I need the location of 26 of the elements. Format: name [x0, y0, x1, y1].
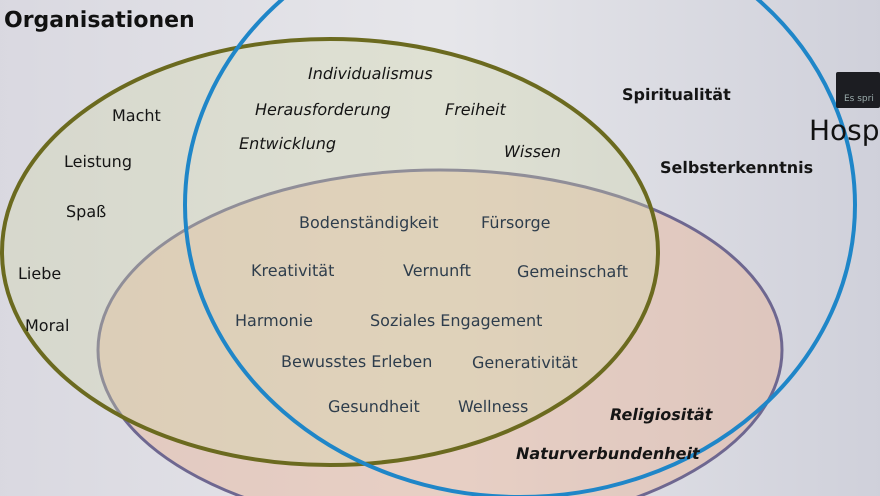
value-label: Leistung	[64, 152, 132, 171]
value-label: Wellness	[458, 397, 528, 416]
value-label: Fürsorge	[481, 213, 550, 232]
value-label: Gesundheit	[328, 397, 420, 416]
value-label: Liebe	[18, 264, 62, 283]
value-label: Selbsterkenntnis	[660, 158, 814, 177]
set-heading: Organisationen	[4, 8, 195, 33]
notification-popup: Es spri	[836, 72, 880, 108]
value-label: Religiosität	[610, 405, 712, 424]
value-label: Spaß	[66, 202, 106, 221]
value-label: Entwicklung	[239, 134, 336, 153]
value-label: Harmonie	[235, 311, 313, 330]
value-label: Macht	[112, 106, 161, 125]
value-label: Soziales Engagement	[370, 311, 542, 330]
value-label: Spiritualität	[622, 85, 731, 104]
value-label: Freiheit	[445, 100, 506, 119]
value-label: Herausforderung	[255, 100, 391, 119]
value-label: Bodenständigkeit	[299, 213, 438, 232]
value-label: Bewusstes Erleben	[281, 352, 432, 371]
value-label: Wissen	[504, 142, 561, 161]
value-label: Vernunft	[403, 261, 471, 280]
value-label: Gemeinschaft	[517, 262, 628, 281]
value-label: Generativität	[472, 353, 578, 372]
value-label: Moral	[25, 316, 70, 335]
value-label: Kreativität	[251, 261, 334, 280]
value-label: Individualismus	[308, 64, 433, 83]
